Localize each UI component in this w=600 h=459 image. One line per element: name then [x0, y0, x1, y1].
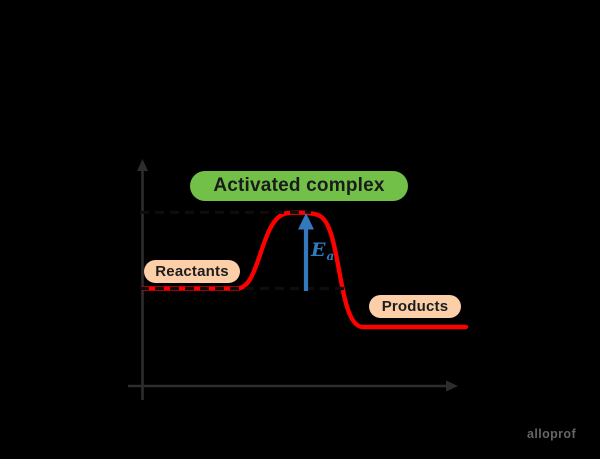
products-badge: Products [369, 295, 461, 318]
x-axis-arrow-icon [446, 380, 458, 392]
y-axis [137, 159, 148, 400]
activation-energy-arrow [298, 213, 314, 291]
activated-complex-badge: Activated complex [190, 171, 408, 201]
y-axis-arrow-icon [137, 159, 148, 171]
alloprof-watermark: alloprof [527, 427, 577, 441]
activation-energy-symbol: E [311, 239, 326, 261]
reactants-label: Reactants [155, 263, 229, 280]
activation-energy-subscript: a [326, 249, 335, 263]
activated-complex-label: Activated complex [213, 175, 385, 196]
activation-energy-label: Ea [311, 239, 335, 263]
up-arrowhead-icon [298, 213, 314, 230]
x-axis [128, 380, 458, 392]
products-label: Products [381, 298, 449, 315]
reactants-badge: Reactants [144, 260, 240, 283]
